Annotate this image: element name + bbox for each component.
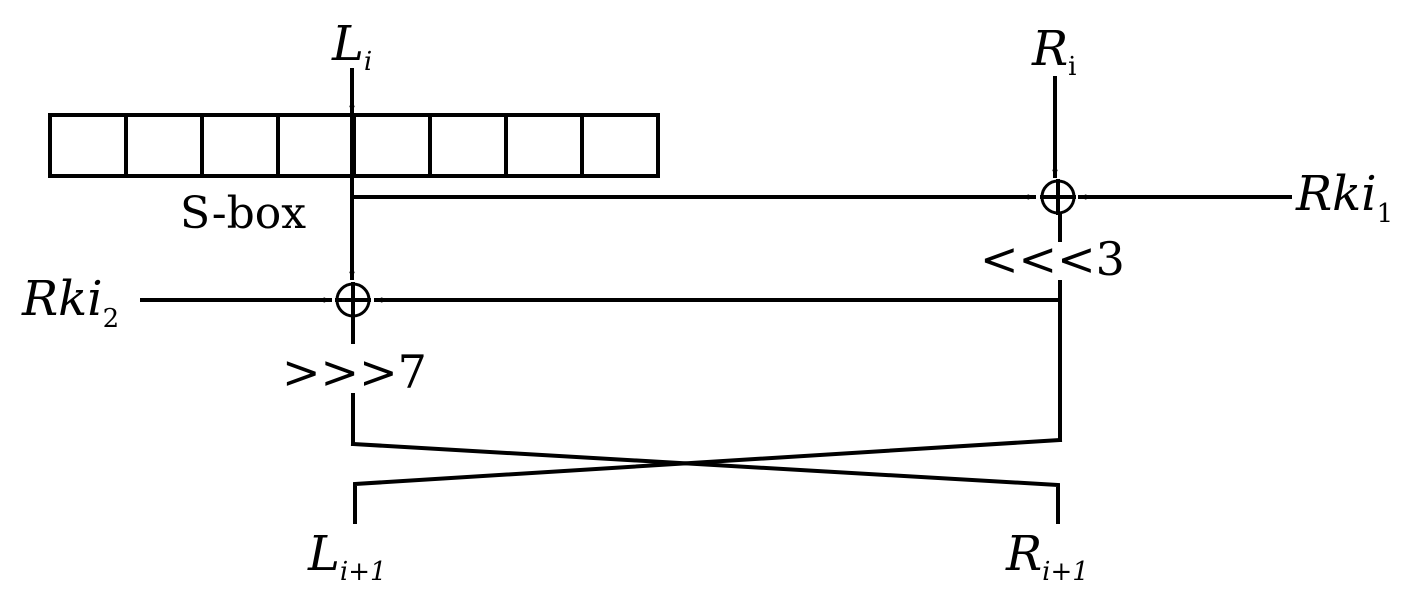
label-rki2: Rki2 [21,271,119,334]
sbox-cell [428,113,508,178]
label-li-next: Li+1 [307,526,387,587]
rotate-right-label: >>>7 [282,345,427,399]
xor-left [335,282,371,318]
sbox-cell [352,113,432,178]
sbox-cell [504,113,584,178]
rotate-left-label: <<<3 [980,232,1125,286]
sbox-cells [48,113,660,178]
sbox-cell [580,113,660,178]
xor-right [1040,179,1076,215]
sbox-cell [276,113,356,178]
sbox-label: S-box [180,188,306,239]
sbox-cell [48,113,128,178]
label-ri: Ri [1031,21,1076,82]
swap-right-to-left [353,437,1063,524]
label-li: Li [331,16,372,77]
sbox-cell [200,113,280,178]
sbox-cell [124,113,204,178]
label-rki1: Rki1 [1295,166,1393,229]
swap-left-to-right [350,441,1060,524]
label-ri-next: Ri+1 [1005,526,1089,587]
